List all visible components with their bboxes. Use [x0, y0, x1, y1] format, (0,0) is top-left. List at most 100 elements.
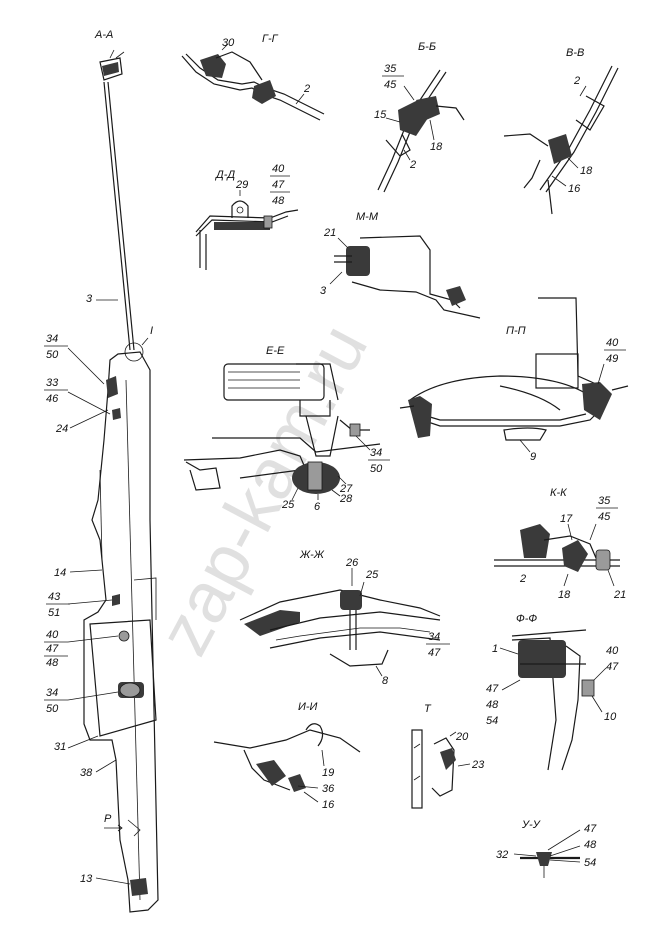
ee-label-34: 34: [370, 447, 382, 459]
ff-label-40: 40: [606, 645, 619, 657]
label-46: 46: [46, 393, 59, 405]
section-mm-view: М-М 21 3: [320, 211, 481, 319]
section-gg-title: Г-Г: [262, 33, 279, 45]
section-ee-title: Е-Е: [266, 345, 285, 357]
ee-label-28: 28: [339, 493, 353, 505]
ii-label-36: 36: [322, 783, 335, 795]
ff-label-54: 54: [486, 715, 498, 727]
label-34b: 34: [46, 687, 58, 699]
label-50: 50: [46, 349, 59, 361]
pp-label-49: 49: [606, 353, 618, 365]
section-ii-title: И-И: [298, 701, 318, 713]
kk-label-2: 2: [519, 573, 526, 585]
label-33: 33: [46, 377, 59, 389]
label-3: 3: [86, 293, 93, 305]
ee-label-50: 50: [370, 463, 383, 475]
uu-label-54: 54: [584, 857, 596, 869]
ee-label-27: 27: [339, 483, 353, 495]
label-38: 38: [80, 767, 93, 779]
label-40: 40: [46, 629, 59, 641]
bb-label-2: 2: [409, 159, 416, 171]
uu-label-48: 48: [584, 839, 597, 851]
ee-label-25: 25: [281, 499, 295, 511]
detail-i-label: I: [150, 325, 153, 337]
ii-label-19: 19: [322, 767, 334, 779]
ff-label-47: 47: [606, 661, 619, 673]
bb-label-15: 15: [374, 109, 387, 121]
view-p-label: Р: [104, 813, 112, 825]
section-t-title: Т: [424, 703, 432, 715]
section-gg-view: Г-Г 30 2: [181, 33, 325, 121]
section-t-view: Т 20 23: [411, 703, 485, 809]
section-mm-title: М-М: [356, 211, 379, 223]
ff-label-1: 1: [492, 643, 498, 655]
section-ff-view: Ф-Ф 1 40 47 47 48 54 10: [486, 613, 619, 771]
ff-label-10: 10: [604, 711, 617, 723]
dd-label-47: 47: [272, 179, 285, 191]
section-kk-title: К-К: [550, 487, 567, 499]
vv-label-16: 16: [568, 183, 581, 195]
label-48: 48: [46, 657, 59, 669]
label-43: 43: [48, 591, 61, 603]
section-vv-view: В-В 2 18 16: [503, 47, 619, 215]
dd-label-40: 40: [272, 163, 285, 175]
pp-label-40: 40: [606, 337, 619, 349]
t-label-23: 23: [471, 759, 485, 771]
label-24: 24: [55, 423, 68, 435]
label-13: 13: [80, 873, 93, 885]
label-31: 31: [54, 741, 66, 753]
zz-label-26: 26: [345, 557, 359, 569]
zz-label-34: 34: [428, 631, 440, 643]
pp-label-9: 9: [530, 451, 536, 463]
t-label-20: 20: [455, 731, 469, 743]
dd-label-48: 48: [272, 195, 285, 207]
section-ii-view: И-И 19 36 16: [213, 701, 361, 811]
kk-label-21: 21: [613, 589, 626, 601]
vv-label-18: 18: [580, 165, 593, 177]
section-kk-view: К-К 17 35 45 2 18 21: [494, 487, 626, 601]
section-zhzh-title: Ж-Ж: [299, 549, 325, 561]
section-ff-title: Ф-Ф: [516, 613, 537, 625]
section-uu-view: У-У 32 47 48 54: [496, 819, 597, 878]
section-bb-title: Б-Б: [418, 41, 436, 53]
ii-label-16: 16: [322, 799, 335, 811]
kk-label-45: 45: [598, 511, 611, 523]
label-50b: 50: [46, 703, 59, 715]
label-51: 51: [48, 607, 60, 619]
zz-label-47: 47: [428, 647, 441, 659]
ff-label-47b: 47: [486, 683, 499, 695]
label-34: 34: [46, 333, 58, 345]
gg-label-2: 2: [303, 83, 310, 95]
gg-label-30: 30: [222, 37, 235, 49]
section-uu-title: У-У: [521, 819, 541, 831]
bb-label-18: 18: [430, 141, 443, 153]
section-aa-title: А-А: [94, 29, 113, 41]
ff-label-48: 48: [486, 699, 499, 711]
label-14: 14: [54, 567, 66, 579]
section-aa-view: А-А I Р: [44, 29, 159, 913]
section-dd-view: Д-Д 29 40 47 48: [195, 163, 299, 270]
section-pp-view: П-П 40 49 9: [399, 297, 629, 463]
ee-label-6: 6: [314, 501, 321, 513]
vv-label-2: 2: [573, 75, 580, 87]
section-zhzh-view: Ж-Ж 26 25 34 47 8: [239, 549, 450, 687]
bb-label-45: 45: [384, 79, 397, 91]
label-47: 47: [46, 643, 59, 655]
zz-label-8: 8: [382, 675, 389, 687]
zz-label-25: 25: [365, 569, 379, 581]
kk-label-18: 18: [558, 589, 571, 601]
mm-label-21: 21: [323, 227, 336, 239]
dd-label-29: 29: [235, 179, 248, 191]
section-bb-view: Б-Б 35 45 15 18 2: [374, 41, 465, 193]
uu-label-47: 47: [584, 823, 597, 835]
section-dd-title: Д-Д: [214, 169, 235, 181]
section-pp-title: П-П: [506, 325, 526, 337]
mm-label-3: 3: [320, 285, 327, 297]
section-vv-title: В-В: [566, 47, 584, 59]
kk-label-17: 17: [560, 513, 573, 525]
kk-label-35: 35: [598, 495, 611, 507]
bb-label-35: 35: [384, 63, 397, 75]
uu-label-32: 32: [496, 849, 508, 861]
section-ee-view: Е-Е 25 6 28 27 34 50: [183, 345, 390, 513]
